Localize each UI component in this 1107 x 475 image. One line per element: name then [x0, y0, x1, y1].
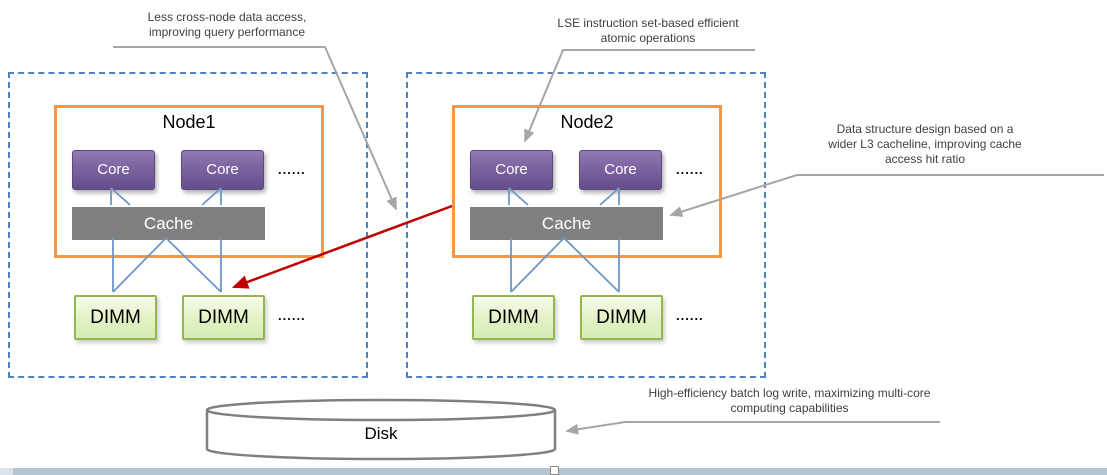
- node1-box: Node1 Core Core ...... Cache DIMM DIMM .…: [8, 72, 368, 378]
- node2-title: Node2: [560, 112, 614, 132]
- node2-box: Node2 Core Core ...... Cache DIMM DIMM .…: [406, 72, 766, 378]
- node2-cache-box: Cache: [470, 207, 663, 240]
- annotation-cross-node-access: Less cross-node data access, improving q…: [147, 10, 307, 39]
- node1-more-dimms-ellipsis: ......: [278, 308, 306, 323]
- scrollbar-handle[interactable]: [550, 466, 559, 475]
- annotation-batch-log-write: High-efficiency batch log write, maximiz…: [648, 386, 931, 415]
- node2-dimm1-box: DIMM: [472, 295, 555, 340]
- node1-core2-box: Core: [181, 150, 264, 190]
- annotation-l3-cacheline: Data structure design based on a wider L…: [828, 122, 1022, 166]
- batch-log-callout-arrow: [565, 421, 940, 435]
- annotation-lse-atomic-ops: LSE instruction set-based efficient atom…: [557, 16, 739, 45]
- window-bottom-bar-left-segment: [0, 468, 13, 475]
- node1-more-cores-ellipsis: ......: [278, 162, 306, 177]
- node1-dimm1-box: DIMM: [74, 295, 157, 340]
- disk-label: Disk: [364, 424, 398, 443]
- node2-core2-box: Core: [579, 150, 662, 190]
- node2-dimm2-box: DIMM: [580, 295, 663, 340]
- node1-core1-box: Core: [72, 150, 155, 190]
- node1-title: Node1: [162, 112, 216, 132]
- node2-core1-box: Core: [470, 150, 553, 190]
- node1-dimm2-box: DIMM: [182, 295, 265, 340]
- node1-cache-box: Cache: [72, 207, 265, 240]
- node2-more-cores-ellipsis: ......: [676, 162, 704, 177]
- node2-more-dimms-ellipsis: ......: [676, 308, 704, 323]
